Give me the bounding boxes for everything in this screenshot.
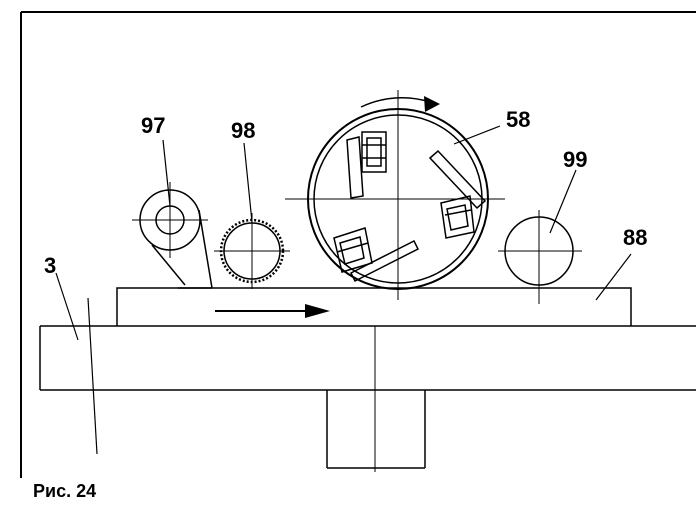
label-58: 58 <box>506 107 530 132</box>
knife-block-3 <box>333 227 420 283</box>
knife-block-2 <box>428 149 487 239</box>
leader-lines <box>55 139 632 341</box>
workpiece-88 <box>116 287 632 326</box>
base-beam <box>39 325 696 391</box>
figure-caption: Рис. 24 <box>33 481 97 501</box>
label-99: 99 <box>563 147 587 172</box>
label-97: 97 <box>141 113 165 138</box>
label-88: 88 <box>623 225 647 250</box>
toothed-roller-98 <box>214 142 290 289</box>
roller-97 <box>132 182 213 289</box>
label-98: 98 <box>231 118 255 143</box>
roller-99 <box>498 169 582 304</box>
knife-block-1 <box>346 131 387 199</box>
support-leg <box>326 326 426 472</box>
feed-direction-arrow <box>215 304 330 318</box>
break-line-3 <box>87 297 98 455</box>
figure-frame <box>20 11 696 478</box>
label-3: 3 <box>44 253 56 278</box>
cutter-head-58 <box>285 90 505 300</box>
